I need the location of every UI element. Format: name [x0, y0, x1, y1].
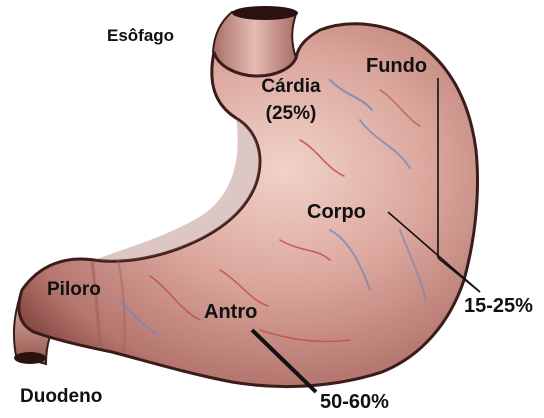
- label-esofago: Esôfago: [107, 27, 174, 44]
- label-cardia: Cárdia: [248, 77, 334, 96]
- label-corpo: Corpo: [307, 202, 366, 222]
- label-fundo: Fundo: [366, 56, 427, 76]
- label-duodeno: Duodeno: [20, 387, 102, 406]
- label-cardia-percent: (25%): [248, 104, 334, 123]
- label-piloro: Piloro: [47, 280, 101, 299]
- label-antro: Antro: [204, 302, 257, 322]
- label-percent-fundo-corpo: 15-25%: [464, 296, 533, 316]
- label-percent-antro: 50-60%: [320, 392, 389, 412]
